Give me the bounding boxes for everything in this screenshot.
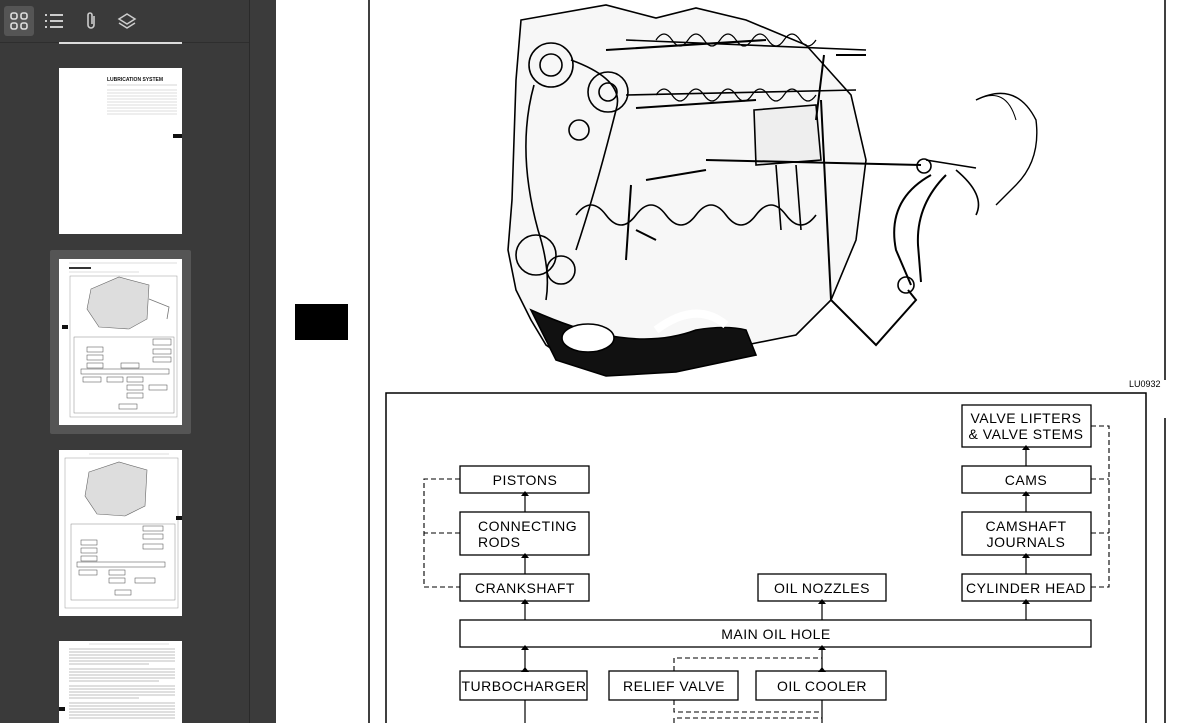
oil-flow-diagram: PISTONS CONNECTING RODS CRANKSHAFT OIL N… [385, 392, 1147, 723]
relief-valve-box [608, 670, 739, 701]
oil-nozzles-box [757, 573, 887, 602]
outline-button[interactable] [39, 6, 69, 36]
thumbnail-sidebar: LUBRICATION SYSTEM [0, 0, 250, 723]
thumbnail-page-partial[interactable] [59, 42, 182, 44]
thumbnail-page-4[interactable] [59, 641, 182, 723]
thumbnail-page-1[interactable]: LUBRICATION SYSTEM [59, 68, 182, 234]
layers-icon [117, 13, 137, 29]
thumbnail-page-3[interactable] [59, 450, 182, 616]
thumbnail-title: LUBRICATION SYSTEM [107, 77, 163, 83]
thumbnail-page-2-preview [62, 262, 178, 418]
main-oil-hole-box [459, 619, 1092, 648]
thumbnail-page-4-preview [59, 643, 175, 719]
thumbnails-button[interactable] [4, 6, 34, 36]
sidebar-toolbar [0, 0, 249, 43]
thumbnail-page-1-preview: LUBRICATION SYSTEM [107, 77, 182, 138]
oil-cooler-label: OIL COOLER [777, 678, 867, 694]
cams-label: CAMS [1005, 472, 1047, 488]
engine-illustration [507, 4, 1038, 377]
paperclip-icon [87, 12, 95, 29]
cylinder-head-box [961, 573, 1092, 602]
valve-lifters-label-1: VALVE LIFTERS [970, 410, 1081, 426]
camshaft-journals-label-1: CAMSHAFT [986, 518, 1067, 534]
diagram-frame [385, 392, 1147, 723]
turbocharger-label: TURBOCHARGER [461, 678, 586, 694]
document-page-canvas: LU0932 [295, 0, 1166, 723]
camshaft-journals-label-2: JOURNALS [987, 534, 1066, 550]
list-icon [45, 14, 63, 28]
figure-code: LU0932 [1129, 379, 1161, 389]
grid-icon [10, 12, 28, 30]
camshaft-journals-box [961, 511, 1092, 556]
valve-lifters-label-2: & VALVE STEMS [969, 426, 1084, 442]
turbocharger-box [459, 670, 588, 701]
main-oil-hole-label: MAIN OIL HOLE [721, 626, 830, 642]
cams-box [961, 465, 1092, 494]
connecting-rods-label-2: RODS [478, 534, 520, 550]
document-page[interactable]: LU0932 [276, 0, 1186, 723]
viewer-gutter [250, 0, 276, 723]
cylinder-head-label: CYLINDER HEAD [966, 580, 1086, 596]
relief-valve-label: RELIEF VALVE [623, 678, 725, 694]
oil-nozzles-label: OIL NOZZLES [774, 580, 870, 596]
valve-lifters-box [961, 404, 1092, 448]
attachments-button[interactable] [76, 6, 106, 36]
connecting-rods-label-1: CONNECTING [478, 518, 577, 534]
layers-button[interactable] [112, 6, 142, 36]
crankshaft-label: CRANKSHAFT [475, 580, 575, 596]
thumbnail-page-3-preview [64, 453, 182, 609]
section-tab-marker [295, 304, 348, 340]
oil-cooler-box [755, 670, 887, 701]
thumbnail-page-2[interactable] [59, 259, 182, 425]
pistons-label: PISTONS [493, 472, 558, 488]
pistons-box [459, 465, 590, 494]
